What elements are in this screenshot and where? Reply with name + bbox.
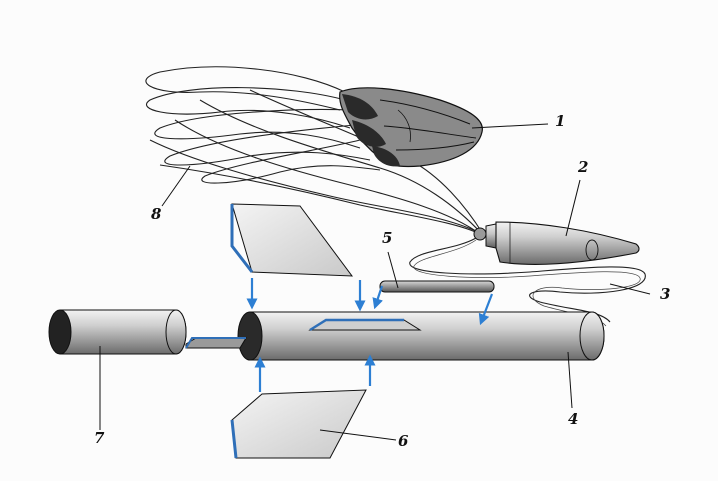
up-down-arrow-icon: [478, 293, 494, 326]
callout-7: 7: [94, 429, 105, 447]
callout-3: 3: [660, 285, 671, 303]
callout-4: 4: [568, 410, 579, 428]
callout-5: 5: [382, 229, 393, 247]
assembly-arrows: [246, 278, 494, 392]
parachute-canopy: [339, 87, 483, 168]
callout-1: 1: [555, 112, 566, 130]
up-down-arrow-icon: [372, 285, 384, 310]
fin-upper: [230, 203, 354, 277]
tail-tube: [48, 309, 187, 355]
launch-rod: [379, 280, 495, 293]
elastic-cord: [409, 237, 646, 323]
callout-8: 8: [151, 205, 162, 223]
callout-2: 2: [578, 158, 589, 176]
fin-lower: [230, 389, 367, 459]
leader-lines: [99, 123, 651, 441]
body-tube: [237, 311, 605, 361]
coupler-strip: [185, 337, 247, 349]
nose-cone: [473, 221, 640, 265]
callout-6: 6: [398, 432, 409, 450]
